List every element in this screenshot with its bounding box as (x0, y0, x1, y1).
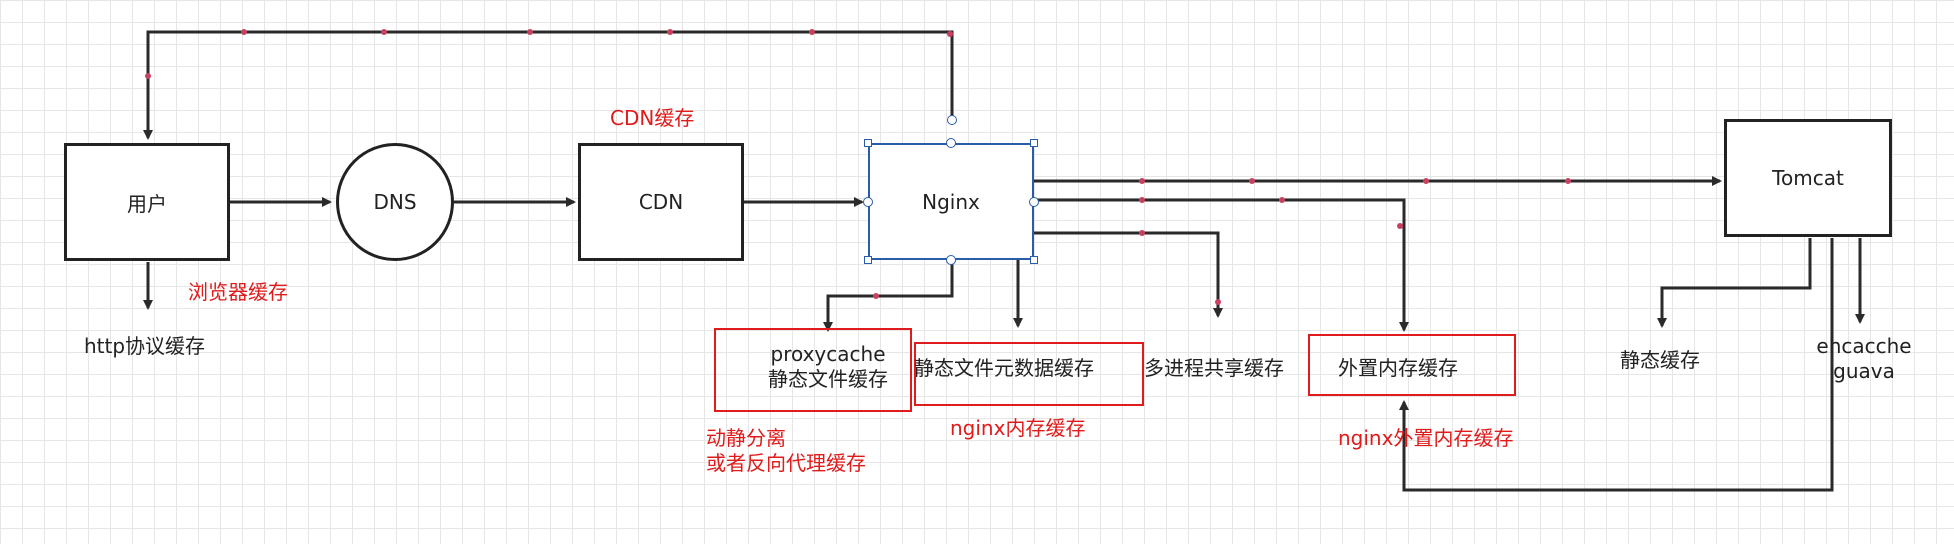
edge-nginx-to-external-cache (1034, 198, 1409, 332)
dynamic-static-annotation: 动静分离 或者反向代理缓存 (706, 426, 866, 476)
edge-waypoint-dots (145, 29, 1571, 305)
nginx-node-label: Nginx (922, 189, 980, 214)
dynamic-static-annotation-line2: 或者反向代理缓存 (706, 451, 866, 475)
nginx-connect-handle-left[interactable] (863, 197, 873, 207)
nginx-memory-cache-annotation: nginx内存缓存 (950, 416, 1086, 440)
nginx-resize-handle-tr[interactable] (1030, 139, 1038, 147)
nginx-external-cache-annotation: nginx外置内存缓存 (1338, 426, 1514, 450)
dynamic-static-annotation-line1: 动静分离 (706, 426, 786, 450)
static-meta-cache-label: 静态文件元数据缓存 (914, 356, 1094, 380)
cdn-node-label: CDN (638, 190, 684, 214)
nginx-resize-handle-bl[interactable] (864, 256, 872, 264)
dns-node[interactable]: DNS (336, 143, 454, 261)
guava-label: guava (1833, 359, 1895, 383)
user-node[interactable]: 用户 (64, 143, 230, 261)
edge-tomcat-to-external-cache (1399, 238, 1834, 492)
user-node-label: 用户 (127, 191, 167, 216)
ehcache-guava-label: ehcacche guava (1808, 334, 1920, 384)
cdn-node[interactable]: CDN (578, 143, 744, 261)
tomcat-node[interactable]: Tomcat (1724, 119, 1892, 237)
proxycache-label-line2: 静态文件缓存 (768, 367, 888, 391)
http-cache-label: http协议缓存 (84, 334, 206, 358)
nginx-rotate-handle[interactable] (947, 115, 957, 125)
multi-process-cache-label: 多进程共享缓存 (1144, 356, 1284, 380)
external-cache-highlight-box (1308, 334, 1516, 396)
nginx-node[interactable]: Nginx (868, 143, 1034, 260)
nginx-resize-handle-br[interactable] (1030, 256, 1038, 264)
nginx-resize-handle-tl[interactable] (864, 139, 872, 147)
proxycache-label: proxycache 静态文件缓存 (744, 342, 912, 392)
edge-tomcat-to-static-cache (1657, 238, 1812, 328)
dns-node-label: DNS (373, 190, 417, 214)
proxycache-highlight-box (714, 328, 912, 412)
browser-cache-annotation: 浏览器缓存 (188, 280, 288, 304)
nginx-connect-handle-bottom[interactable] (946, 255, 956, 265)
external-memory-cache-label: 外置内存缓存 (1338, 356, 1458, 380)
nginx-connect-handle-right[interactable] (1029, 197, 1039, 207)
static-meta-highlight-box (914, 342, 1144, 406)
cdn-cache-annotation: CDN缓存 (610, 106, 695, 130)
nginx-connect-handle-top[interactable] (946, 138, 956, 148)
edge-nginx-to-proxycache (823, 260, 954, 332)
proxycache-label-line1: proxycache (770, 342, 886, 366)
static-cache-label: 静态缓存 (1620, 348, 1700, 372)
edge-nginx-to-multi-process (1034, 231, 1223, 318)
edge-nginx-to-user-loop (143, 30, 954, 140)
tomcat-node-label: Tomcat (1772, 166, 1844, 190)
ehcache-label: ehcacche (1816, 334, 1912, 358)
